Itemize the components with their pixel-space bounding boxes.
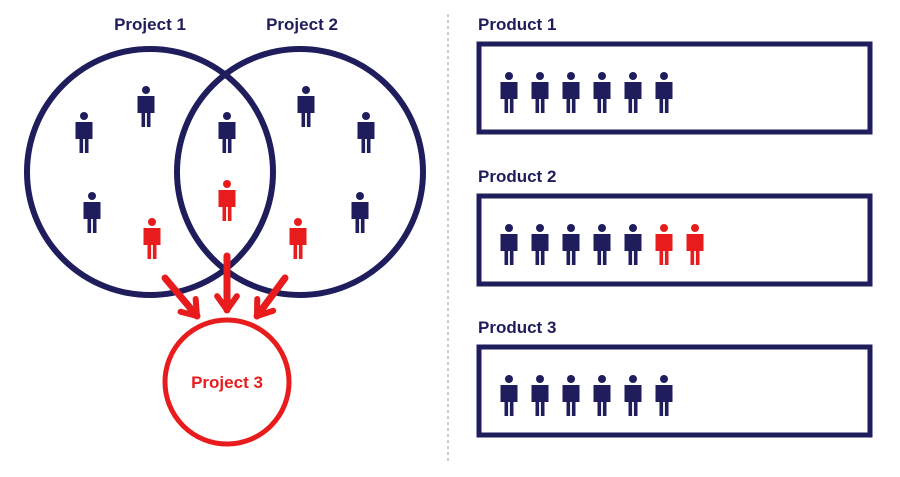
person-icon [531, 72, 549, 113]
person-icon [75, 112, 93, 153]
person-icon [289, 218, 307, 259]
person-icon [655, 72, 673, 113]
project-2-circle [174, 46, 426, 298]
person-icon [83, 192, 101, 233]
product-3: Product 3 [476, 318, 873, 438]
product-1: Product 1 [476, 15, 873, 135]
person-icon [531, 375, 549, 416]
person-icon [686, 224, 704, 265]
project-1-label: Project 1 [114, 15, 186, 34]
person-icon [143, 218, 161, 259]
project-3-circle [162, 317, 292, 447]
person-icon [297, 86, 315, 127]
arrow-icon [161, 274, 201, 320]
product-box [476, 193, 873, 287]
person-icon [531, 224, 549, 265]
project-venn-diagram: Project 1 Project 2 [24, 15, 426, 298]
person-icon [655, 375, 673, 416]
product-2: Product 2 [476, 167, 873, 287]
arrow-icon [253, 274, 289, 320]
product-label: Product 1 [478, 15, 556, 34]
flow-arrows [161, 252, 289, 320]
person-icon [218, 180, 236, 221]
project-2-label: Project 2 [266, 15, 338, 34]
arrow-icon [214, 252, 240, 314]
person-icon [562, 224, 580, 265]
person-icon [500, 72, 518, 113]
person-icon [593, 224, 611, 265]
person-icon [218, 112, 236, 153]
products-list: Product 1 Product 2 Product 3 [476, 15, 873, 438]
product-label: Product 3 [478, 318, 556, 337]
product-label: Product 2 [478, 167, 556, 186]
person-icon [137, 86, 155, 127]
person-icon [562, 72, 580, 113]
person-icon [624, 224, 642, 265]
venn-people [75, 86, 375, 259]
product-box [476, 41, 873, 135]
person-icon [351, 192, 369, 233]
person-icon [593, 72, 611, 113]
person-icon [624, 375, 642, 416]
project-3: Project 3 [162, 317, 292, 447]
person-icon [624, 72, 642, 113]
person-icon [500, 224, 518, 265]
person-icon [562, 375, 580, 416]
person-icon [357, 112, 375, 153]
project-3-label: Project 3 [191, 373, 263, 392]
person-icon [500, 375, 518, 416]
product-box [476, 344, 873, 438]
person-icon [655, 224, 673, 265]
project-1-circle [24, 46, 276, 298]
person-icon [593, 375, 611, 416]
